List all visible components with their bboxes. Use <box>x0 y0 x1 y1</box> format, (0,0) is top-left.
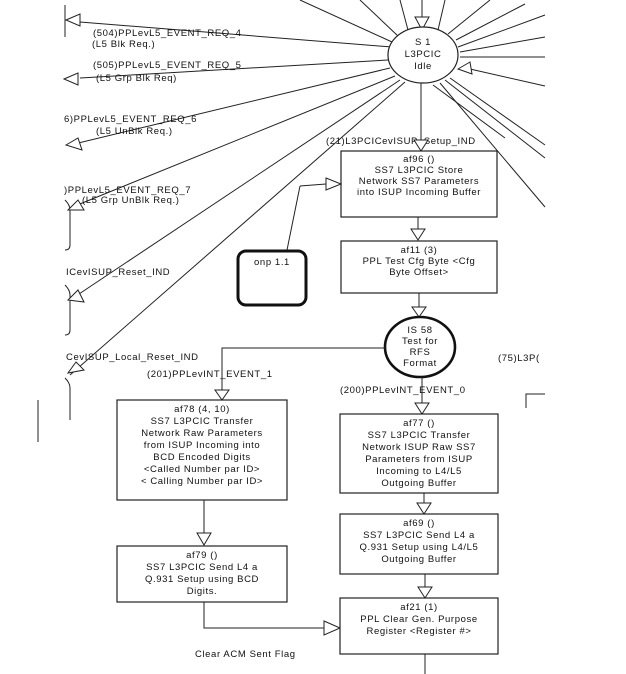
arrowhead-left <box>64 13 81 27</box>
action-title: af69 () <box>403 518 435 529</box>
action-title: af77 () <box>403 418 435 429</box>
transition-label-event-0: (200)PPLevINT_EVENT_0 <box>340 385 466 396</box>
transition-label-setup-ind: (21)L3PCICevISUP_Setup_IND <box>326 136 476 147</box>
action-text: Network SS7 Parameters <box>359 176 479 187</box>
action-af78[interactable]: af78 (4, 10) SS7 L3PCIC Transfer Network… <box>116 399 288 501</box>
transition-label: ICevISUP_Reset_IND <box>66 267 170 278</box>
arrowhead-down <box>414 16 430 32</box>
arrowhead-right <box>323 620 342 636</box>
state-label: IS 58 <box>407 325 432 336</box>
action-text: SS7 L3PCIC Send L4 a <box>146 562 258 573</box>
action-title: af78 (4, 10) <box>174 404 230 415</box>
action-text: Register <Register #> <box>366 626 471 637</box>
transition-label: (L5 Grp Blk Req) <box>96 73 177 84</box>
transition-label: )PPLevL5_EVENT_REQ_7 <box>64 185 191 196</box>
action-text: < Calling Number par ID> <box>141 476 263 487</box>
transition-label: (L5 Blk Req.) <box>92 39 155 50</box>
action-title: af79 () <box>186 550 218 561</box>
action-text: Byte Offset> <box>389 267 449 278</box>
action-text: SS7 L3PCIC Send L4 a <box>363 530 475 541</box>
action-title: af21 (1) <box>400 602 438 613</box>
state-s1-idle[interactable]: S 1 L3PCIC Idle <box>387 0 473 84</box>
state-label: Idle <box>414 61 432 72</box>
action-text: Q.931 Setup using BCD <box>145 574 259 585</box>
action-text: Parameters from ISUP <box>365 454 473 465</box>
transition-label: (L5 UnBlk Req.) <box>96 126 173 137</box>
state-label: L3PCIC <box>405 49 442 60</box>
action-text: SS7 L3PCIC Transfer <box>368 430 471 441</box>
s1-radiating-transitions <box>69 0 546 376</box>
arrowhead-left <box>66 289 85 303</box>
arrowhead-down <box>416 502 432 515</box>
transition-label: (504)PPLevL5_EVENT_REQ_4 <box>93 28 242 39</box>
action-text: Incoming to L4/L5 <box>376 466 462 477</box>
arrowhead-down <box>414 402 430 415</box>
action-text: SS7 L3PCIC Store <box>375 165 464 176</box>
action-af21[interactable]: af21 (1) PPL Clear Gen. Purpose Register… <box>339 597 499 655</box>
state-label: Test for <box>402 336 438 347</box>
left-transition-labels: (504)PPLevL5_EVENT_REQ_4 (L5 Blk Req.) (… <box>64 28 242 363</box>
action-af69[interactable]: af69 () SS7 L3PCIC Send L4 a Q.931 Setup… <box>339 513 499 575</box>
arrowhead-down <box>417 586 433 599</box>
action-af77[interactable]: af77 () SS7 L3PCIC Transfer Network ISUP… <box>339 413 499 494</box>
left-arrowheads <box>62 13 86 374</box>
transition-label-event-1: (201)PPLevINT_EVENT_1 <box>147 369 273 380</box>
action-text: Outgoing Buffer <box>381 478 456 489</box>
action-title: af11 (3) <box>401 245 438 256</box>
transition-label: (L5 Grp UnBlk Req.) <box>82 195 179 206</box>
state-label: RFS <box>410 347 431 358</box>
action-af96[interactable]: af96 () SS7 L3PCIC Store Network SS7 Par… <box>340 150 498 218</box>
action-af11[interactable]: af11 (3) PPL Test Cfg Byte <Cfg Byte Off… <box>340 240 498 294</box>
action-af79[interactable]: af79 () SS7 L3PCIC Send L4 a Q.931 Setup… <box>116 545 288 603</box>
arrowhead-down <box>214 389 230 401</box>
state-label: S 1 <box>415 37 431 48</box>
action-text: PPL Test Cfg Byte <Cfg <box>363 256 476 267</box>
action-text: Digits. <box>187 586 218 597</box>
transition-label: (505)PPLevL5_EVENT_REQ_5 <box>93 60 242 71</box>
arrowhead-down <box>411 306 427 318</box>
connector-label: onp 1.1 <box>254 257 290 268</box>
state-is58-test-rfs-format[interactable]: IS 58 Test for RFS Format <box>383 315 457 379</box>
arrowhead-left <box>66 199 85 211</box>
arrowhead-down <box>196 532 212 546</box>
action-text: Network ISUP Raw SS7 <box>362 442 476 453</box>
action-text: Q.931 Setup using L4/L5 <box>360 542 479 553</box>
action-text: Outgoing Buffer <box>381 554 456 565</box>
transition-label: CevISUP_Local_Reset_IND <box>66 352 199 363</box>
left-boundary-brackets <box>37 5 71 442</box>
action-text: BCD Encoded Digits <box>153 452 250 463</box>
action-text: Network Raw Parameters <box>141 428 262 439</box>
connector-onp-1-1[interactable]: onp 1.1 <box>236 183 327 307</box>
arrowhead-right <box>325 177 343 191</box>
arrowhead-down <box>410 228 426 241</box>
state-label: Format <box>403 358 437 369</box>
arrowhead-left <box>66 361 86 374</box>
arrowhead-left <box>456 61 473 75</box>
action-text: <Called Number par ID> <box>144 464 260 475</box>
transition-label: 6)PPLevL5_EVENT_REQ_6 <box>64 114 197 125</box>
action-text: PPL Clear Gen. Purpose <box>360 614 477 625</box>
action-title: af96 () <box>403 154 435 165</box>
arrowhead-left <box>62 72 79 86</box>
action-text: SS7 L3PCIC Transfer <box>151 416 254 427</box>
transition-label-clear-acm: Clear ACM Sent Flag <box>195 649 296 660</box>
action-text: from ISUP Incoming into <box>144 440 261 451</box>
action-text: into ISUP Incoming Buffer <box>357 187 481 198</box>
transition-label-75: (75)L3P( <box>498 353 540 364</box>
arrowhead-down <box>413 139 429 152</box>
arrowhead-left <box>64 137 83 151</box>
